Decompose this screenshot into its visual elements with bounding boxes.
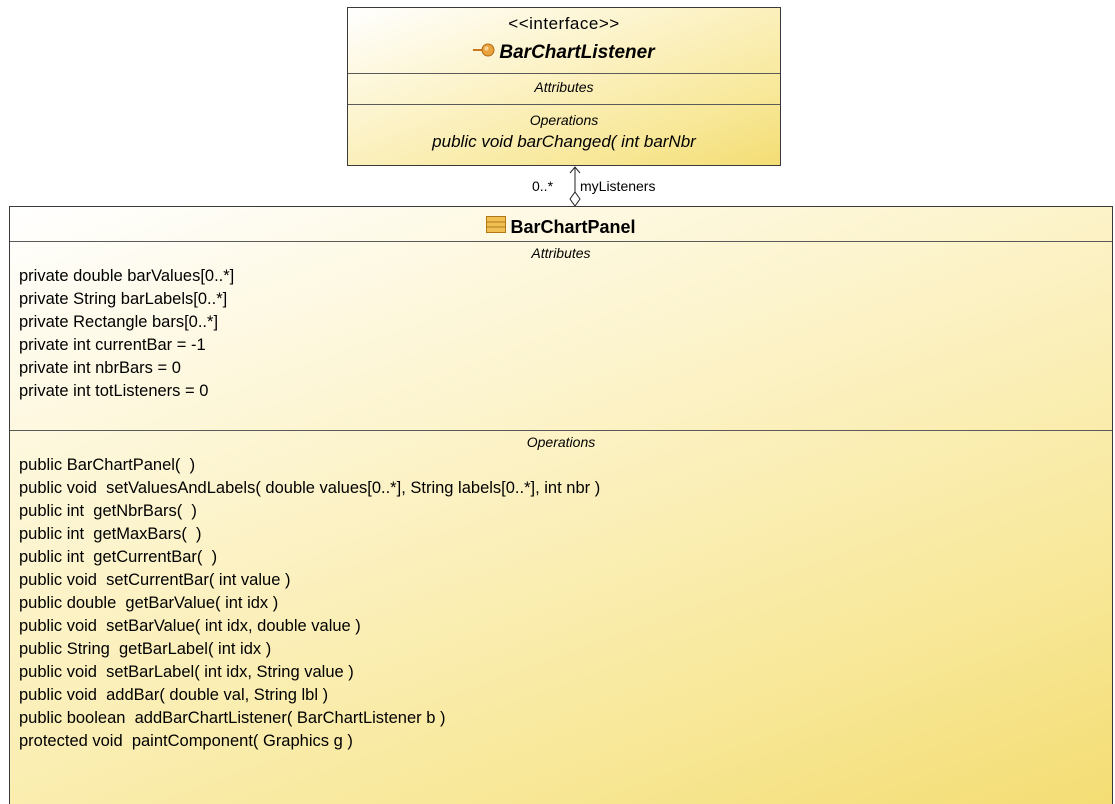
operation-item: public void setBarValue( int idx, double… [19, 617, 361, 635]
operation-item: public String getBarLabel( int idx ) [19, 640, 272, 658]
association-multiplicity: 0..* [532, 178, 554, 194]
divider [348, 104, 780, 105]
divider [348, 73, 780, 74]
interface-operations-header: Operations [529, 112, 599, 128]
attribute-item: private String barLabels[0..*] [19, 290, 228, 308]
attribute-item: private int totListeners = 0 [19, 382, 209, 400]
aggregation-diamond-icon [569, 191, 581, 207]
attribute-item: private double barValues[0..*] [19, 267, 235, 285]
operation-item: protected void paintComponent( Graphics … [19, 732, 353, 750]
class-name: BarChartPanel [510, 217, 636, 237]
attribute-item: private int currentBar = -1 [19, 336, 206, 354]
operations-header: Operations [526, 434, 596, 450]
operation-item: public int getNbrBars( ) [19, 502, 197, 520]
operation-item: public void setBarLabel( int idx, String… [19, 663, 354, 681]
interface-attributes-header: Attributes [534, 79, 594, 95]
attribute-item: private Rectangle bars[0..*] [19, 313, 219, 331]
operation-item: public int getCurrentBar( ) [19, 548, 218, 566]
class-box[interactable]: BarChartPanel Attributes private double … [9, 206, 1113, 804]
divider [10, 430, 1112, 431]
attribute-item: private int nbrBars = 0 [19, 359, 181, 377]
interface-title: BarChartListener [348, 40, 780, 66]
operation-item: public BarChartPanel( ) [19, 456, 196, 474]
operations-list: public BarChartPanel( ) public void setV… [10, 454, 1112, 753]
operation-item: public boolean addBarChartListener( BarC… [19, 709, 446, 727]
interface-operation: public void barChanged( int barNbr [432, 132, 696, 151]
attributes-header: Attributes [531, 245, 591, 261]
interface-name: BarChartListener [499, 42, 655, 63]
interface-box[interactable]: <<interface>> BarChartListener Attribute… [347, 7, 781, 166]
operation-item: public void setCurrentBar( int value ) [19, 571, 291, 589]
interface-stereotype: <<interface>> [508, 14, 620, 33]
operation-item: public void setValuesAndLabels( double v… [19, 479, 601, 497]
operation-item: public void addBar( double val, String l… [19, 686, 329, 704]
navigability-arrow-icon [569, 166, 581, 174]
class-title: BarChartPanel [10, 214, 1112, 240]
operation-item: public int getMaxBars( ) [19, 525, 202, 543]
divider [10, 241, 1112, 242]
class-icon [486, 215, 507, 242]
association-role: myListeners [580, 178, 656, 194]
operation-item: public double getBarValue( int idx ) [19, 594, 279, 612]
attributes-list: private double barValues[0..*] private S… [10, 265, 1112, 403]
interface-lollipop-icon [473, 41, 497, 67]
